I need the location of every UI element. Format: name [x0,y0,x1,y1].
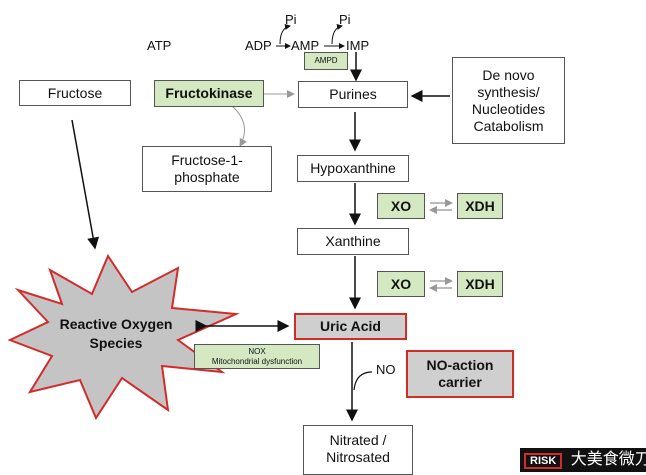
xo-node-2: XO [377,271,425,297]
f1p-line-1: Fructose-1- [171,152,243,168]
nitrated-line-2: Nitrosated [326,449,390,465]
no-input-curve [353,371,373,391]
nitrated-node: Nitrated / Nitrosated [303,425,413,475]
fructose-node: Fructose [19,80,131,106]
ros-starburst [7,253,240,421]
nitrated-line-1: Nitrated / [329,432,387,448]
xo-node-1: XO [377,193,425,219]
xdh-node-1: XDH [457,193,503,219]
ampd-node: AMPD [304,52,348,70]
xdh-node-2: XDH [457,271,503,297]
amp-label: AMP [291,38,320,53]
fructokinase-node: Fructokinase [154,80,264,107]
no-action-line-2: carrier [438,374,482,390]
adp-label: ADP [245,38,272,53]
nox-line-2: Mitochondrial dysfunction [211,357,303,366]
de-novo-line-1: De novo [482,66,535,83]
uric-acid-label: Uric Acid [320,318,381,334]
ros-line-1: Reactive Oxygen [59,316,173,332]
watermark-text: 大美食微刀 [570,451,646,468]
nox-line-1: NOX [248,347,266,356]
fructose-1-phosphate-node: Fructose-1- phosphate [142,146,272,192]
xdh-label-2: XDH [465,275,495,292]
hypoxanthine-label: Hypoxanthine [310,160,396,176]
imp-label: IMP [346,38,370,53]
atp-label: ATP [147,38,172,53]
de-novo-line-4: Catabolism [473,117,544,134]
no-action-line-1: NO-action [426,357,494,373]
de-novo-line-2: synthesis/ [477,83,540,100]
xanthine-node: Xanthine [297,228,409,255]
hypoxanthine-node: Hypoxanthine [297,155,409,182]
purines-node: Purines [298,81,408,108]
xo-label-2: XO [390,275,412,292]
pi-label-1: Pi [285,12,297,27]
no-label: NO [376,362,396,377]
no-action-carrier-node: NO-action carrier [406,350,514,398]
de-novo-line-3: Nucleotides [471,100,546,117]
ros-label: Reactive Oxygen Species [46,315,186,353]
purines-label: Purines [329,86,377,102]
xdh-label-1: XDH [465,197,495,214]
fructokinase-label: Fructokinase [165,85,253,101]
fructokinase-to-f1p-arrow [231,105,247,147]
nox-node: NOX Mitochondrial dysfunction [194,344,320,369]
pi-release-arrow-2 [331,24,343,45]
pi-label-2: Pi [339,12,351,27]
fructose-to-ros-arrow [71,119,100,250]
xo-label-1: XO [390,197,412,214]
f1p-line-2: phosphate [174,169,240,185]
xanthine-label: Xanthine [325,233,381,249]
ampd-label: AMPD [314,56,338,65]
de-novo-node: De novo synthesis/ Nucleotides Catabolis… [452,57,565,144]
pi-release-arrow-1 [279,24,291,45]
uric-acid-node: Uric Acid [294,313,407,340]
ros-line-2: Species [89,335,143,351]
fructose-label: Fructose [47,84,103,101]
watermark-overlay: RISK 大美食微刀 [520,448,646,472]
risk-box-label: RISK [524,453,563,469]
